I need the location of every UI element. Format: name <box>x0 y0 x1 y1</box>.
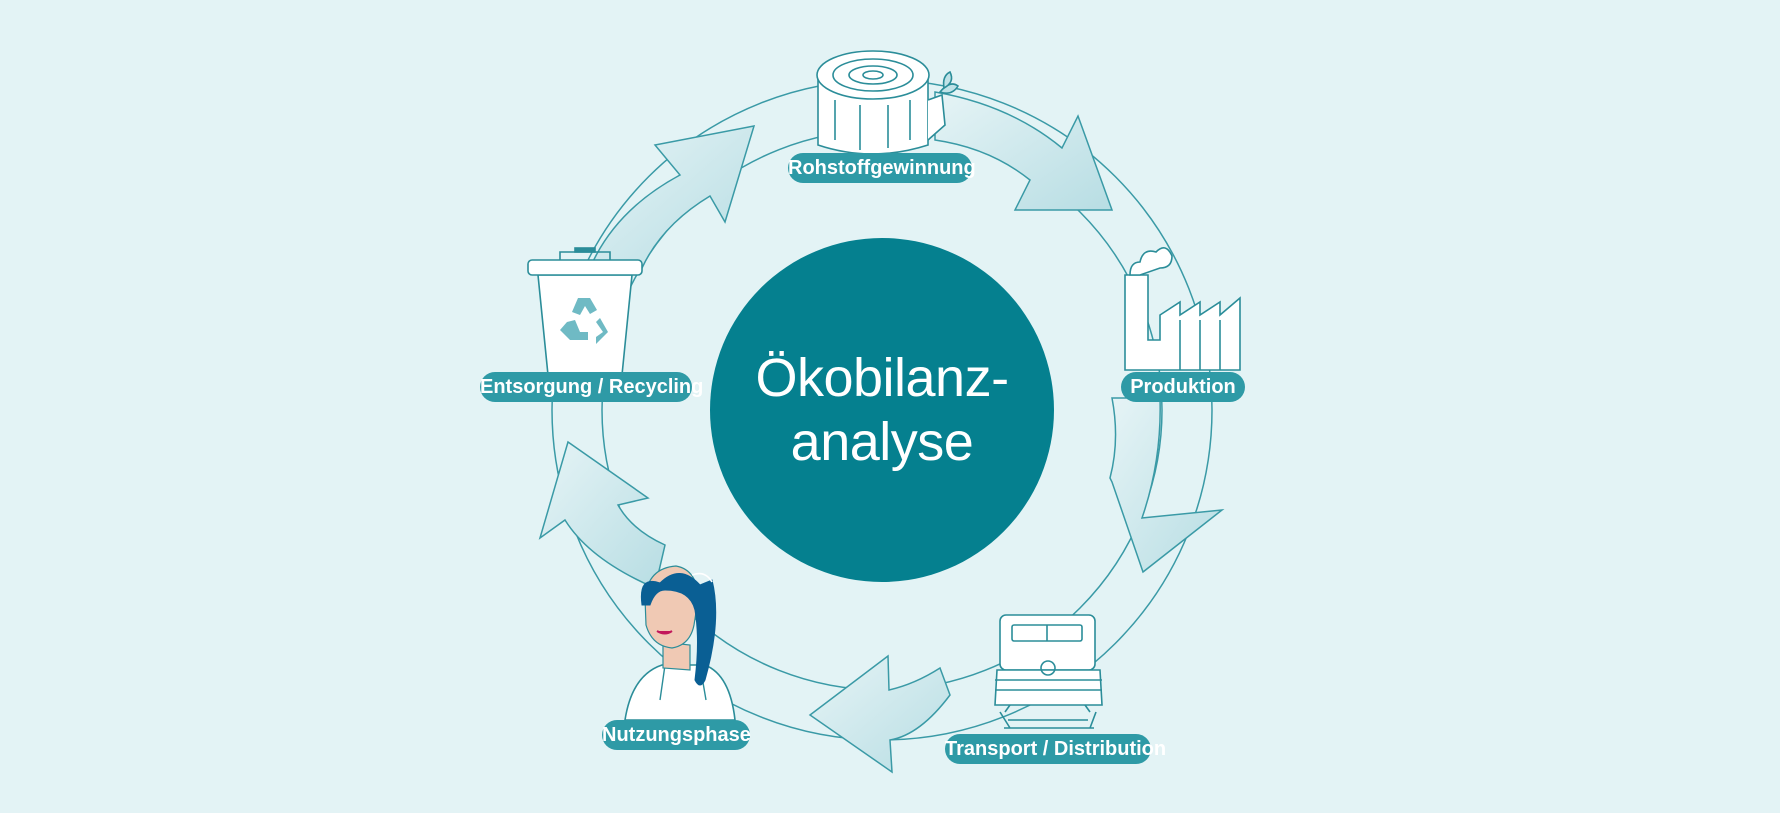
recycling-bin-icon <box>527 247 643 376</box>
center-circle <box>710 238 1054 582</box>
arrow-production-to-transport <box>1109 397 1225 574</box>
train-icon <box>994 614 1103 729</box>
person-icon <box>624 565 736 721</box>
stage-label-use-phase: Nutzungsphase <box>602 720 751 750</box>
arrow-raw-to-production <box>934 91 1114 211</box>
arrow-transport-to-use <box>808 654 951 774</box>
arrow-use-to-disposal <box>538 440 666 590</box>
arrow-disposal-to-raw <box>588 125 756 269</box>
center-title-line2: analyse <box>790 412 974 472</box>
stage-label-raw-materials: Rohstoffgewinnung <box>788 153 976 183</box>
stage-label-production: Produktion <box>1121 372 1245 402</box>
stage-label-disposal: Entsorgung / Recycling <box>480 372 703 402</box>
factory-icon <box>1124 247 1241 371</box>
center-title: Ökobilanz- analyse <box>710 238 1054 582</box>
center-title-line1: Ökobilanz- <box>755 348 1009 408</box>
stage-label-transport: Transport / Distribution <box>945 734 1166 764</box>
tree-stump-icon <box>816 50 960 155</box>
